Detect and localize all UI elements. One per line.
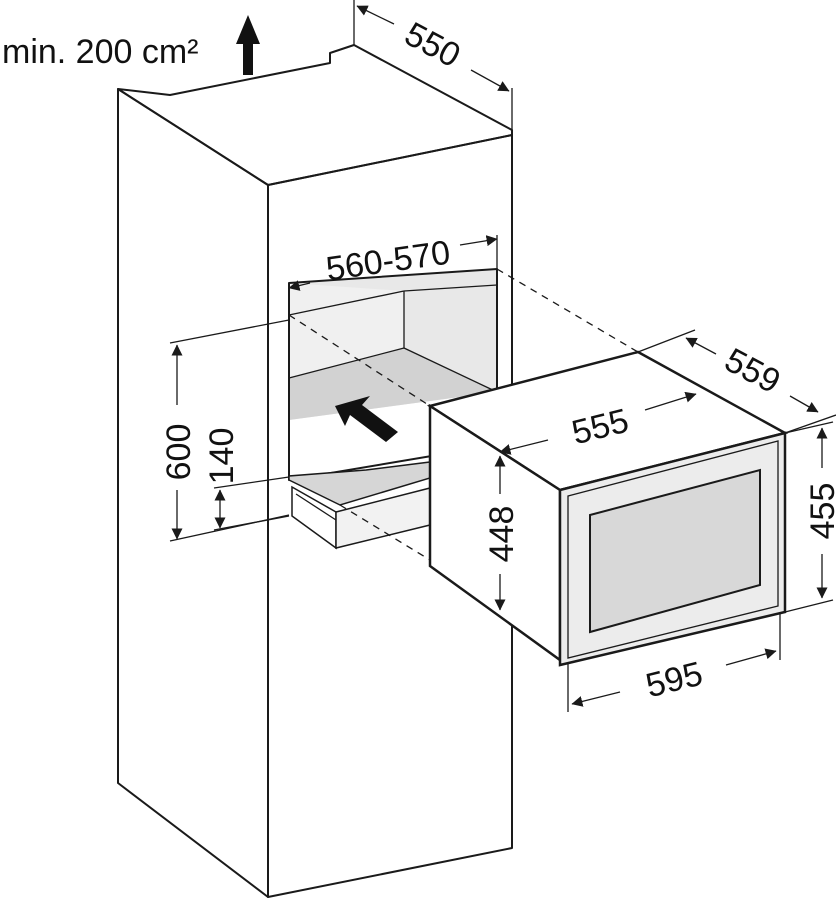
appliance-window [589,468,761,634]
ventilation: min. 200 cm² [2,15,260,75]
dim-cabinet-depth: 550 [399,15,467,75]
projection-lines [288,268,639,561]
cabinet-front-face [267,134,513,898]
ventilation-label: min. 200 cm² [2,33,199,71]
airflow-up-arrow [236,15,260,75]
dim-body-height: 448 [483,506,521,563]
cabinet-side-face [117,88,269,898]
dim-front-width: 595 [642,655,706,706]
dim-base-height: 140 [203,428,241,485]
dim-appliance-depth: 559 [719,341,787,401]
niche-opening [288,268,498,550]
dim-niche-height: 600 [160,424,198,481]
appliance [426,350,789,667]
niche-floor [289,348,497,420]
niche-side-wall [289,283,404,378]
dim-front-height: 455 [804,483,836,540]
insert-direction-arrow [335,396,398,442]
